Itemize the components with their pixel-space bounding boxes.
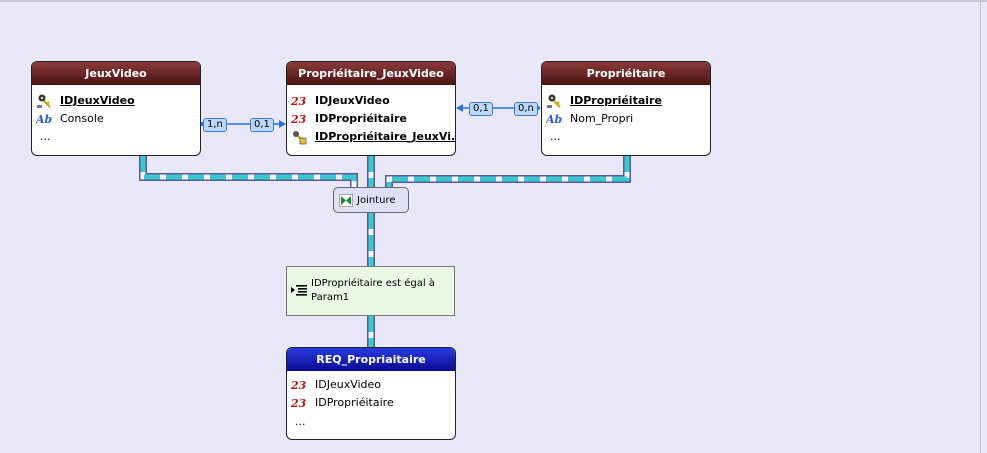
condition-text: IDPropriéitaire est égal à Param1 xyxy=(311,278,435,303)
condition-icon xyxy=(291,285,307,296)
table-jeuxvideo[interactable]: JeuxVideo IDJeuxVideo Ab Console ... xyxy=(31,61,201,156)
field-row[interactable]: IDPropriéitaire xyxy=(542,92,710,110)
table-title: REQ_Propriaitaire xyxy=(287,348,455,371)
more-fields: ... xyxy=(40,130,51,143)
cardinality-badge[interactable]: 0,n xyxy=(514,102,538,116)
table-title: Propriéitaire_JeuxVideo xyxy=(287,62,455,85)
numeric-field-icon: 23 xyxy=(291,113,307,126)
field-row[interactable]: 23 IDPropriéitaire xyxy=(287,110,455,128)
field-row[interactable]: Ab Nom_Propri xyxy=(542,110,710,128)
query-result-table[interactable]: REQ_Propriaitaire 23 IDJeuxVideo 23 IDPr… xyxy=(286,347,456,440)
top-border xyxy=(0,0,987,2)
field-name: IDPropriéitaire xyxy=(315,112,407,125)
join-icon xyxy=(339,194,353,207)
field-name: IDJeuxVideo xyxy=(60,94,135,107)
field-name: IDPropriéitaire xyxy=(570,94,662,107)
canvas-right-edge xyxy=(980,0,981,453)
key-icon xyxy=(547,94,561,108)
cardinality-badge[interactable]: 0,1 xyxy=(469,102,493,116)
svg-text:23: 23 xyxy=(291,397,307,410)
relation-arrowhead-right xyxy=(456,104,463,112)
table-title: Propriéitaire xyxy=(542,62,710,85)
field-row[interactable]: 23 IDJeuxVideo xyxy=(287,92,455,110)
cardinality-badge[interactable]: 0,1 xyxy=(250,118,274,132)
more-fields: ... xyxy=(295,415,306,428)
numeric-field-icon: 23 xyxy=(291,397,307,410)
condition-node[interactable]: IDPropriéitaire est égal à Param1 xyxy=(286,266,455,316)
composite-key-icon xyxy=(293,131,307,145)
field-row[interactable]: Ab Console xyxy=(32,110,200,128)
cardinality-badge[interactable]: 1,n xyxy=(203,118,227,132)
more-fields: ... xyxy=(550,130,561,143)
table-proprieitaire-jeuxvideo[interactable]: Propriéitaire_JeuxVideo 23 IDJeuxVideo 2… xyxy=(286,61,456,156)
table-title: JeuxVideo xyxy=(32,62,200,85)
field-row[interactable]: 23 IDJeuxVideo xyxy=(287,376,455,394)
field-name: IDPropriéitaire_JeuxVi... xyxy=(315,130,456,143)
svg-text:23: 23 xyxy=(291,95,307,108)
field-name: Nom_Propri xyxy=(570,112,634,125)
field-row[interactable]: IDJeuxVideo xyxy=(32,92,200,110)
svg-text:Ab: Ab xyxy=(546,113,562,126)
join-node[interactable]: Jointure xyxy=(333,187,409,213)
text-field-icon: Ab xyxy=(546,113,562,126)
field-name: Console xyxy=(60,112,104,125)
field-name: IDPropriéitaire xyxy=(315,396,394,409)
field-row[interactable]: 23 IDPropriéitaire xyxy=(287,394,455,412)
numeric-field-icon: 23 xyxy=(291,95,307,108)
field-name: IDJeuxVideo xyxy=(315,94,390,107)
field-name: IDJeuxVideo xyxy=(315,378,382,391)
svg-text:23: 23 xyxy=(291,379,307,392)
field-row[interactable]: IDPropriéitaire_JeuxVi... xyxy=(287,128,455,146)
text-field-icon: Ab xyxy=(36,113,52,126)
numeric-field-icon: 23 xyxy=(291,379,307,392)
join-label: Jointure xyxy=(357,195,396,206)
key-icon xyxy=(37,94,51,108)
svg-text:Ab: Ab xyxy=(36,113,52,126)
relation-arrowhead-left xyxy=(279,120,286,128)
query-flow-connectors xyxy=(139,156,631,347)
svg-text:23: 23 xyxy=(291,113,307,126)
table-proprieitaire[interactable]: Propriéitaire IDPropriéitaire Ab Nom_Pro… xyxy=(541,61,711,156)
